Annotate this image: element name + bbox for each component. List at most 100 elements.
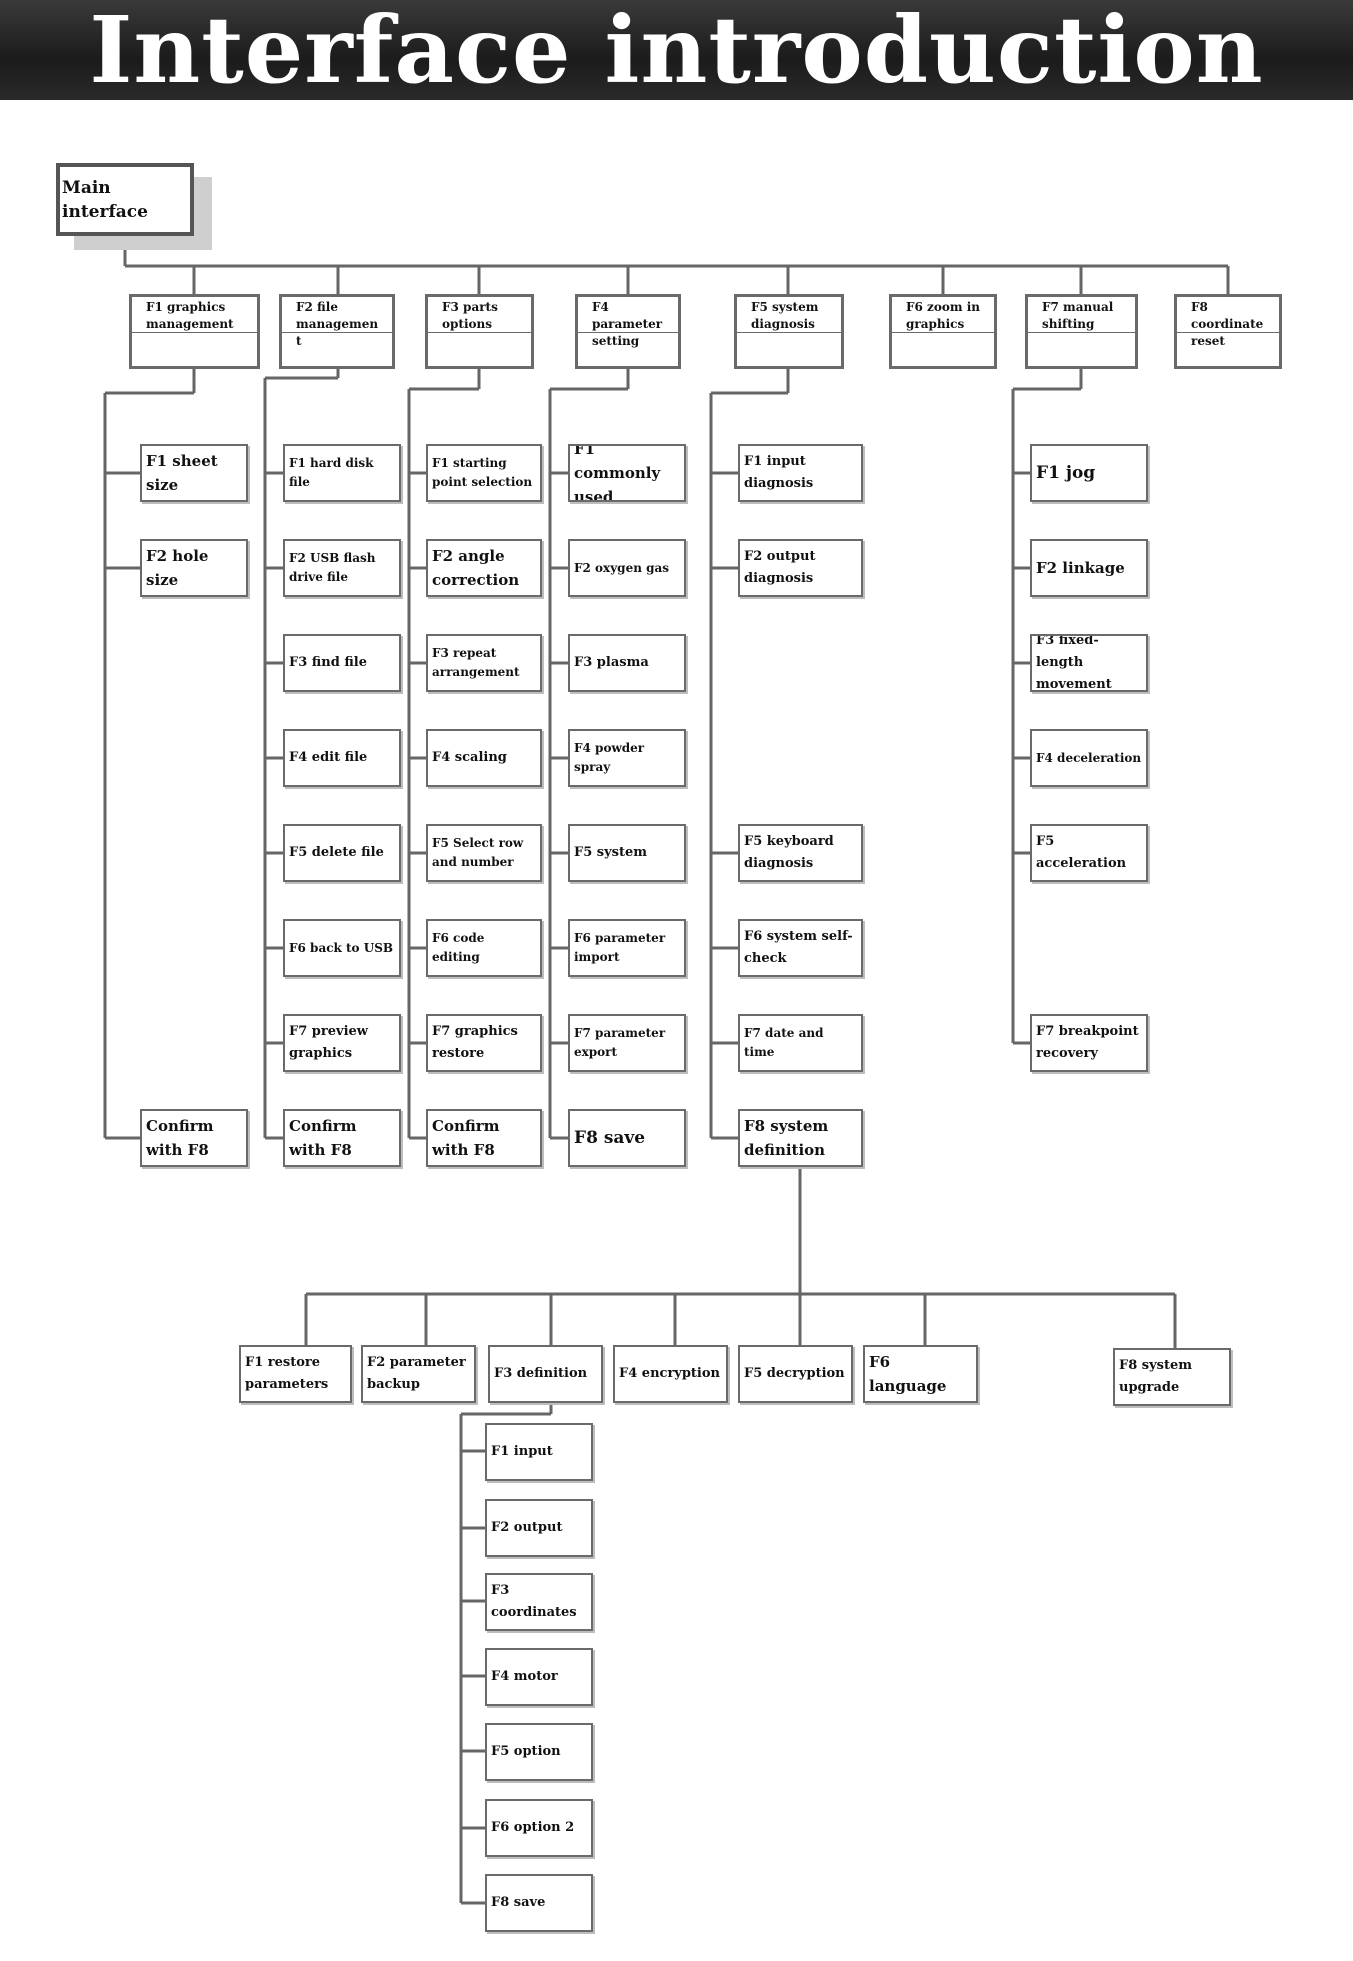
sysdef-item-1-label: F2 parameter backup — [367, 1355, 466, 1392]
file-item-2-label: F3 find file — [289, 655, 367, 670]
param-item-2: F3 plasma — [568, 634, 686, 692]
sysdef-item-3: F4 encryption — [613, 1345, 728, 1403]
param-item-3: F4 powder spray — [568, 729, 686, 787]
main-interface-box-label: Main interface — [62, 177, 148, 222]
page-title: Interface introduction — [89, 0, 1264, 104]
tab-system-diagnosis-label: F5 system diagnosis — [737, 297, 841, 333]
definition-item-6-label: F8 save — [491, 1895, 546, 1910]
param-item-6-label: F7 parameter export — [574, 1026, 666, 1059]
parts-item-0-label: F1 starting point selection — [432, 456, 533, 489]
param-item-1: F2 oxygen gas — [568, 539, 686, 597]
definition-item-0: F1 input — [485, 1423, 593, 1481]
param-item-3-label: F4 powder spray — [574, 741, 645, 774]
graphics-item-2-label: Confirm with F8 — [146, 1117, 214, 1159]
definition-item-4-label: F5 option — [491, 1744, 561, 1759]
tab-file-management-label: F2 file management — [282, 297, 392, 348]
param-item-1-label: F2 oxygen gas — [574, 560, 670, 575]
definition-item-1-label: F2 output — [491, 1520, 563, 1535]
param-item-7: F8 save — [568, 1109, 686, 1167]
sysdef-item-5-label: F6 language — [869, 1353, 947, 1395]
manual-item-0: F1 jog — [1030, 444, 1148, 502]
param-item-0-label: F1 commonly used — [574, 444, 661, 502]
manual-item-5: F7 breakpoint recovery — [1030, 1014, 1148, 1072]
sysdef-item-0: F1 restore parameters — [239, 1345, 352, 1403]
manual-item-1-label: F2 linkage — [1036, 559, 1125, 577]
diag-item-1: F2 output diagnosis — [738, 539, 863, 597]
file-item-1-label: F2 USB flash drive file — [289, 551, 376, 584]
sysdef-item-1: F2 parameter backup — [361, 1345, 476, 1403]
param-item-6: F7 parameter export — [568, 1014, 686, 1072]
parts-item-2-label: F3 repeat arrangement — [432, 646, 520, 679]
file-item-0-label: F1 hard disk file — [289, 456, 374, 489]
sysdef-item-4: F5 decryption — [738, 1345, 853, 1403]
definition-item-4: F5 option — [485, 1723, 593, 1781]
file-item-0: F1 hard disk file — [283, 444, 401, 502]
file-item-5: F6 back to USB — [283, 919, 401, 977]
parts-item-6-label: F7 graphics restore — [432, 1024, 518, 1061]
parts-item-0: F1 starting point selection — [426, 444, 542, 502]
parts-item-3-label: F4 scaling — [432, 750, 507, 765]
tab-system-diagnosis: F5 system diagnosis — [734, 294, 844, 369]
manual-item-2: F3 fixed-length movement — [1030, 634, 1148, 692]
manual-item-3-label: F4 deceleration — [1036, 750, 1142, 765]
tab-zoom-in-graphics-label: F6 zoom in graphics — [892, 297, 994, 333]
tab-coordinate-reset: F8 coordinate reset — [1174, 294, 1282, 369]
diag-item-3-label: F6 system self-check — [744, 929, 853, 966]
main-interface-box: Main interface — [56, 163, 194, 236]
file-item-5-label: F6 back to USB — [289, 940, 394, 955]
parts-item-1: F2 angle correction — [426, 539, 542, 597]
sysdef-item-6-label: F8 system upgrade — [1119, 1358, 1193, 1395]
param-item-5-label: F6 parameter import — [574, 931, 666, 964]
param-item-0: F1 commonly used — [568, 444, 686, 502]
graphics-item-1-label: F2 hole size — [146, 547, 209, 589]
param-item-4: F5 system — [568, 824, 686, 882]
diag-item-0: F1 input diagnosis — [738, 444, 863, 502]
parts-item-6: F7 graphics restore — [426, 1014, 542, 1072]
parts-item-5-label: F6 code editing — [432, 931, 485, 964]
file-item-2: F3 find file — [283, 634, 401, 692]
file-item-4: F5 delete file — [283, 824, 401, 882]
tab-file-management: F2 file management — [279, 294, 395, 369]
file-item-6: F7 preview graphics — [283, 1014, 401, 1072]
file-item-3-label: F4 edit file — [289, 750, 368, 765]
file-item-3: F4 edit file — [283, 729, 401, 787]
definition-item-3-label: F4 motor — [491, 1669, 558, 1684]
param-item-5: F6 parameter import — [568, 919, 686, 977]
graphics-item-2: Confirm with F8 — [140, 1109, 248, 1167]
definition-item-6: F8 save — [485, 1874, 593, 1932]
definition-item-0-label: F1 input — [491, 1444, 553, 1459]
parts-item-7: Confirm with F8 — [426, 1109, 542, 1167]
diag-item-3: F6 system self-check — [738, 919, 863, 977]
definition-item-3: F4 motor — [485, 1648, 593, 1706]
diag-item-2: F5 keyboard diagnosis — [738, 824, 863, 882]
sysdef-item-2-label: F3 definition — [494, 1366, 588, 1381]
tab-parameter-setting-label: F4 parameter setting — [578, 297, 678, 348]
sysdef-item-4-label: F5 decryption — [744, 1366, 845, 1381]
graphics-item-1: F2 hole size — [140, 539, 248, 597]
title-banner: Interface introduction — [0, 0, 1353, 100]
sysdef-item-0-label: F1 restore parameters — [245, 1355, 329, 1392]
diag-item-5: F8 system definition — [738, 1109, 863, 1167]
tab-manual-shifting-label: F7 manual shifting — [1028, 297, 1135, 333]
manual-item-4-label: F5 acceleration — [1036, 834, 1127, 871]
diag-item-4-label: F7 date and time — [744, 1026, 824, 1059]
param-item-7-label: F8 save — [574, 1128, 646, 1148]
diag-item-1-label: F2 output diagnosis — [744, 549, 816, 586]
tab-graphics-management-label: F1 graphics management — [132, 297, 257, 333]
manual-item-0-label: F1 jog — [1036, 463, 1096, 483]
diag-item-0-label: F1 input diagnosis — [744, 454, 814, 491]
parts-item-4-label: F5 Select row and number — [432, 836, 524, 869]
tab-zoom-in-graphics: F6 zoom in graphics — [889, 294, 997, 369]
diag-item-4: F7 date and time — [738, 1014, 863, 1072]
file-item-6-label: F7 preview graphics — [289, 1024, 368, 1061]
definition-item-5: F6 option 2 — [485, 1799, 593, 1857]
tab-parts-options: F3 parts options — [425, 294, 534, 369]
definition-item-5-label: F6 option 2 — [491, 1820, 575, 1835]
parts-item-5: F6 code editing — [426, 919, 542, 977]
tab-graphics-management: F1 graphics management — [129, 294, 260, 369]
manual-item-2-label: F3 fixed-length movement — [1036, 634, 1112, 692]
manual-item-5-label: F7 breakpoint recovery — [1036, 1024, 1139, 1061]
tab-parts-options-label: F3 parts options — [428, 297, 531, 333]
param-item-4-label: F5 system — [574, 845, 648, 860]
